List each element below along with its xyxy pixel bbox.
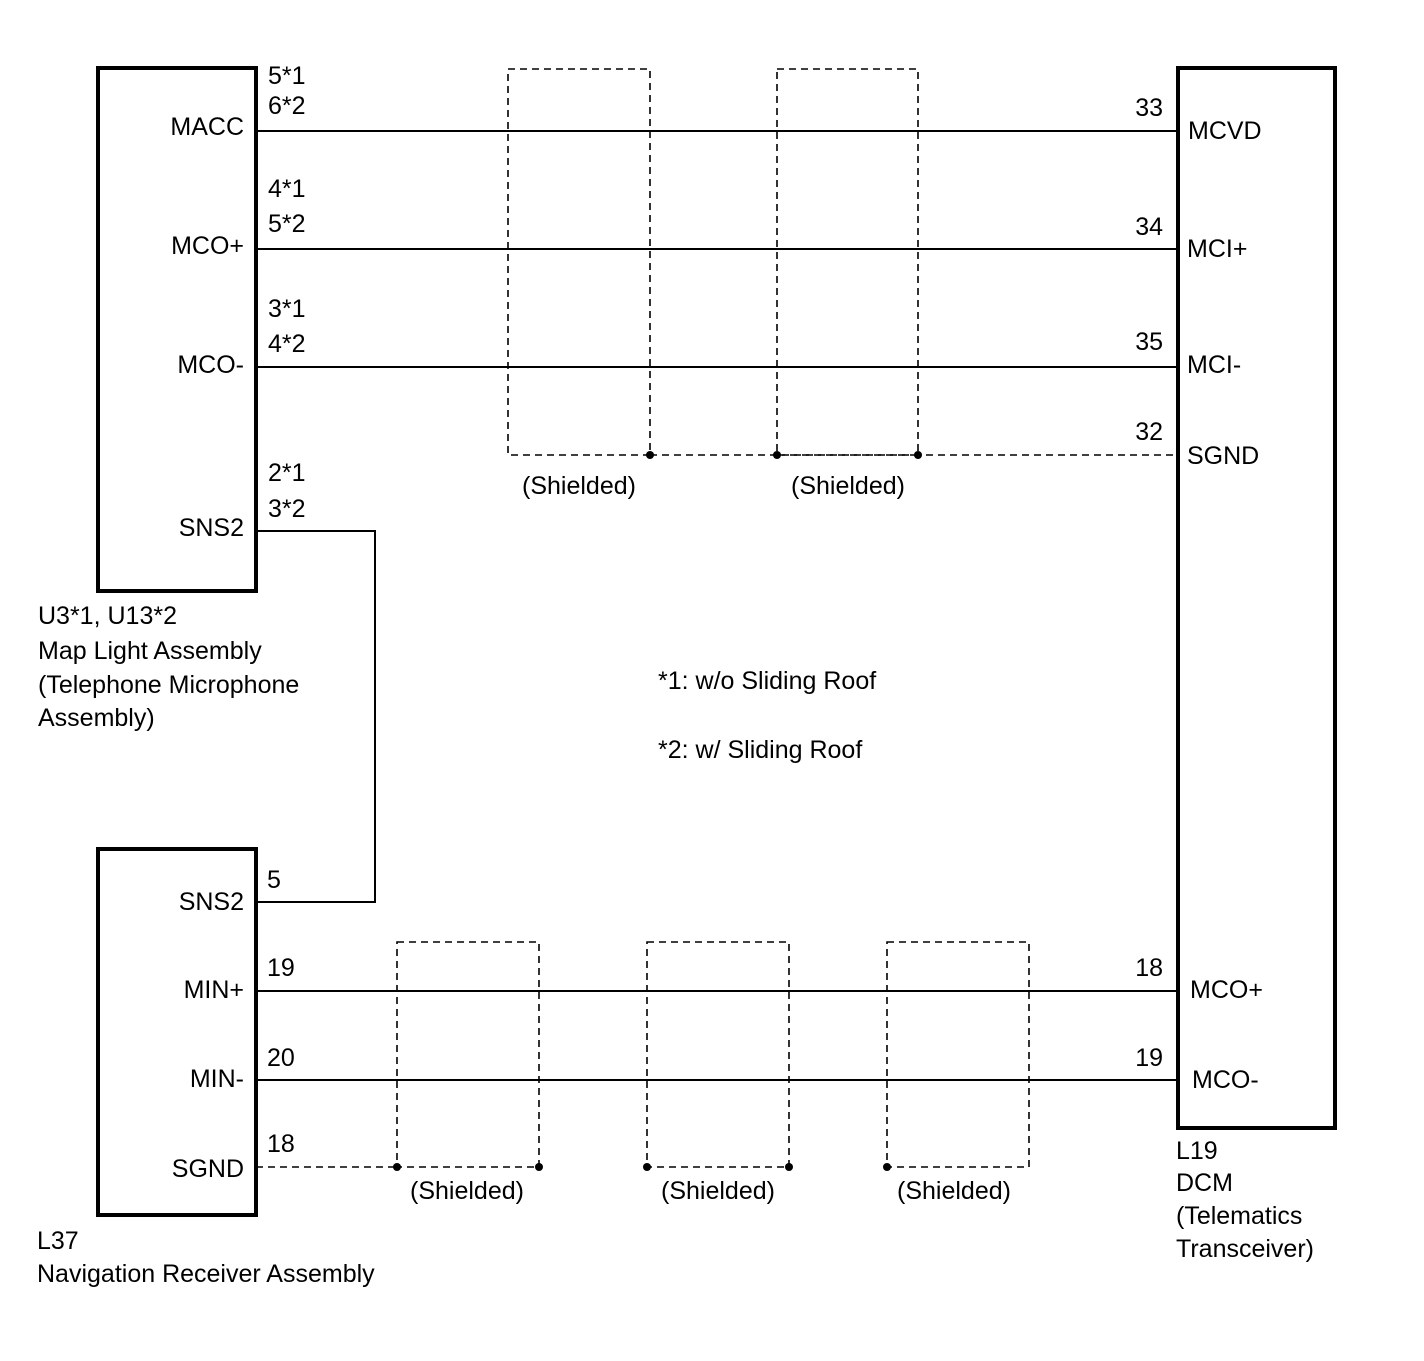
pin-number: 3*2	[268, 495, 306, 523]
dcm-box	[1176, 66, 1337, 1130]
component-caption: U3*1, U13*2	[38, 602, 177, 630]
splice-dot	[914, 451, 922, 459]
pin-label-mci-plus: MCI+	[1187, 235, 1247, 263]
wire-sns2	[256, 530, 376, 903]
splice-dot	[643, 1163, 651, 1171]
pin-label-sns2: SNS2	[179, 514, 244, 542]
splice-dot	[393, 1163, 401, 1171]
pin-number: 2*1	[268, 459, 306, 487]
pin-label-mco-plus: MCO+	[1190, 976, 1263, 1004]
navigation-receiver-box	[96, 847, 258, 1217]
component-caption: Map Light Assembly	[38, 637, 262, 665]
component-caption: (Telephone Microphone	[38, 671, 299, 699]
shield-box-lower-2	[646, 941, 790, 1168]
pin-label-macc: MACC	[170, 113, 244, 141]
pin-number: 20	[267, 1044, 295, 1072]
pin-number: 34	[1135, 213, 1163, 241]
pin-label-min-plus: MIN+	[184, 976, 244, 1004]
pin-label-sgnd: SGND	[1187, 442, 1259, 470]
component-caption: L19	[1176, 1137, 1218, 1165]
shield-label: (Shielded)	[522, 472, 636, 500]
map-light-assembly-box	[96, 66, 258, 593]
pin-label-sgnd: SGND	[172, 1155, 244, 1183]
pin-number: 32	[1135, 418, 1163, 446]
shield-label: (Shielded)	[410, 1177, 524, 1205]
pin-number: 5*1	[268, 62, 306, 90]
pin-label-min-minus: MIN-	[190, 1065, 244, 1093]
component-caption: (Telematics	[1176, 1202, 1302, 1230]
pin-label-mco-minus: MCO-	[177, 351, 244, 379]
component-caption: Transceiver)	[1176, 1235, 1314, 1263]
splice-dot	[773, 451, 781, 459]
shield-label: (Shielded)	[661, 1177, 775, 1205]
pin-number: 35	[1135, 328, 1163, 356]
splice-dot	[785, 1163, 793, 1171]
shield-label: (Shielded)	[791, 472, 905, 500]
pin-number: 4*2	[268, 330, 306, 358]
component-caption: Navigation Receiver Assembly	[37, 1260, 375, 1288]
note-line: *2: w/ Sliding Roof	[658, 736, 862, 764]
pin-number: 3*1	[268, 295, 306, 323]
pin-number: 18	[267, 1130, 295, 1158]
shield-label: (Shielded)	[897, 1177, 1011, 1205]
pin-label-mcvd: MCVD	[1188, 117, 1262, 145]
component-caption: L37	[37, 1227, 79, 1255]
pin-number: 18	[1135, 954, 1163, 982]
component-caption: DCM	[1176, 1169, 1233, 1197]
shield-box-lower-3	[886, 941, 1030, 1168]
shield-box-upper-1	[507, 68, 651, 456]
pin-label-sns2: SNS2	[179, 888, 244, 916]
pin-number: 19	[267, 954, 295, 982]
pin-number: 33	[1135, 94, 1163, 122]
shield-box-upper-2	[776, 68, 919, 456]
pin-number: 5*2	[268, 210, 306, 238]
splice-dot	[646, 451, 654, 459]
pin-number: 5	[267, 866, 281, 894]
splice-dot	[535, 1163, 543, 1171]
pin-label-mco-plus: MCO+	[171, 232, 244, 260]
pin-number: 6*2	[268, 92, 306, 120]
splice-dot	[883, 1163, 891, 1171]
shield-box-lower-1	[396, 941, 540, 1168]
pin-number: 4*1	[268, 175, 306, 203]
component-caption: Assembly)	[38, 704, 155, 732]
pin-number: 19	[1135, 1044, 1163, 1072]
note-line: *1: w/o Sliding Roof	[658, 667, 876, 695]
pin-label-mci-minus: MCI-	[1187, 351, 1241, 379]
pin-label-mco-minus: MCO-	[1192, 1066, 1259, 1094]
